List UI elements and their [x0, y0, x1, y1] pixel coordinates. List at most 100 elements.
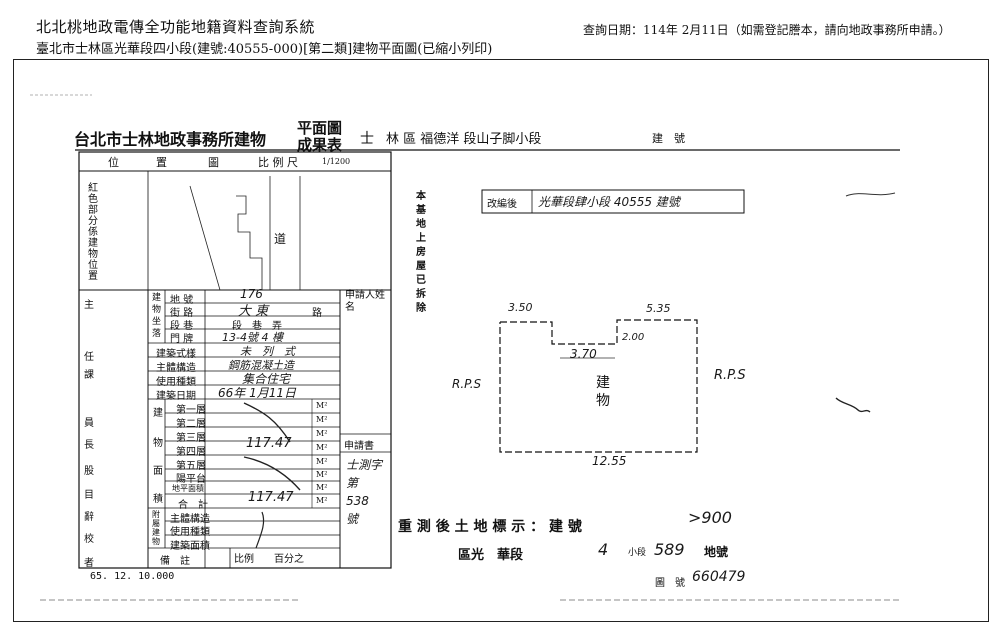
doc-type-line1: 平面圖 [297, 119, 343, 137]
building-style-value: 未 列 式 [240, 345, 295, 358]
sub-section: 4 [598, 540, 609, 559]
completion-value: 66年 1月11日 [218, 386, 296, 400]
floor-4: 第四層 [176, 447, 206, 458]
area-group-1: 建 [153, 408, 163, 419]
land-no-value: 176 [240, 287, 263, 301]
dim-notch-width: 3.70 [570, 347, 597, 361]
address-row-street: 街 路 [170, 308, 194, 319]
usage-label: 使用種類 [156, 377, 196, 388]
building-no-label: 建 號 [652, 132, 685, 145]
floor-ground: 地平面積 [172, 484, 204, 493]
section-box-value: 光華段肆小段 40555 建號 [538, 195, 680, 209]
handwritten-stroke [243, 402, 291, 443]
dim-top-right: 5.35 [646, 302, 671, 315]
section-box [481, 189, 745, 214]
left-col-9: 校 [84, 534, 94, 545]
structure-label: 主體構造 [156, 363, 196, 374]
unit-7: M² [316, 483, 328, 492]
document-frame [13, 59, 989, 622]
unit-3: M² [316, 429, 328, 438]
map-no-label: 圖 號 [655, 578, 685, 589]
left-col-1: 主 [84, 300, 94, 311]
unit-1: M² [316, 401, 328, 410]
renum-label: 重 測 後 土 地 標 示 ： 建 號 [398, 519, 582, 535]
application-label: 申請書 [344, 441, 374, 452]
section-box-label: 改編後 [487, 199, 517, 210]
attached-group-label: 附屬建物 [152, 510, 160, 546]
address-row-door: 門 牌 [170, 334, 194, 345]
left-col-7: 目 [84, 490, 94, 501]
dim-notch-right: 2.00 [622, 332, 645, 343]
building-style-label: 建築式樣 [156, 349, 196, 360]
floor-1: 第一層 [176, 405, 206, 416]
left-col-4: 員 [84, 418, 94, 429]
location-header-3: 圖 [208, 156, 219, 169]
location-text: 林 區 福德洋 段山子脚小段 [386, 132, 542, 147]
office-title: 台北市士林地政事務所建物 [74, 130, 267, 149]
dim-bottom: 12.55 [592, 454, 627, 468]
address-row-land: 地 號 [170, 295, 194, 306]
handwritten-stroke [255, 511, 265, 549]
location-map-line [189, 185, 221, 291]
door-value: 13-4號 4 樓 [222, 331, 283, 344]
location-header-2: 置 [156, 156, 167, 169]
fourth-floor-area: 117.47 [246, 436, 292, 451]
structure-value: 鋼筋混凝土造 [228, 359, 294, 372]
demolished-note: 本基地上房屋已拆除 [416, 191, 426, 314]
left-col-10: 者 [84, 558, 94, 569]
bottom-date: 65. 12. 10.000 [90, 571, 175, 582]
left-col-5: 長 [84, 440, 94, 451]
application-no: 士測字第 538 號 [346, 458, 383, 526]
form-border [78, 151, 392, 569]
road-char: 道 [274, 232, 287, 246]
floor-balcony: 陽平台 [176, 474, 206, 485]
section-lane: 段 巷 弄 [232, 321, 282, 332]
floor-5: 第五層 [176, 461, 206, 472]
dim-top-left: 3.50 [508, 301, 533, 314]
attached-area: 建築面積 [170, 541, 210, 552]
floor-3: 第三層 [176, 433, 206, 444]
district: 區光 華段 [458, 548, 524, 563]
unit-2: M² [316, 415, 328, 424]
left-col-2: 任 [84, 352, 94, 363]
area-group-4: 積 [153, 494, 163, 505]
total-area: 117.47 [248, 490, 294, 505]
doc-type-line2: 成果表 [297, 136, 343, 154]
address-row-section: 段 巷 [170, 321, 194, 332]
floor-2: 第二層 [176, 419, 206, 430]
total-label: 合 計 [178, 500, 208, 511]
land-no-suffix: 地號 [704, 545, 729, 559]
map-no: 660479 [692, 569, 746, 585]
renum-building-no: >900 [688, 508, 732, 527]
location-map-line [236, 195, 263, 290]
handwritten-stroke [243, 456, 301, 491]
label-left: R.P.S [452, 377, 482, 391]
scale-label: 比 例 尺 [258, 156, 298, 169]
area-group-3: 面 [153, 466, 163, 477]
attached-usage: 使用種類 [170, 527, 210, 538]
left-col-3: 課 [84, 370, 94, 381]
document-subtitle: 臺北市士林區光華段四小段(建號:40555-000)[第二類]建物平面圖(已縮小… [36, 42, 493, 57]
area-group-2: 物 [153, 438, 163, 449]
scan-mark [835, 397, 871, 413]
query-date: 查詢日期：114年 2月11日（如需登記謄本，請向地政事務所申請。） [583, 23, 951, 37]
address-group-label: 建物坐落 [152, 293, 162, 339]
completion-label: 建築日期 [156, 391, 196, 402]
unit-5: M² [316, 457, 328, 466]
street-suffix: 路 [312, 308, 322, 319]
unit-4: M² [316, 443, 328, 452]
land-no: 589 [654, 540, 685, 559]
unit-6: M² [316, 470, 328, 479]
left-col-6: 股 [84, 466, 94, 477]
location-prefix: 士 [360, 131, 374, 147]
applicant-label: 申請人姓名 [345, 290, 385, 313]
attached-structure: 主體構造 [170, 514, 210, 525]
remarks-label: 備 註 [160, 556, 190, 567]
scan-mark [845, 192, 896, 197]
scale-value: 1/1200 [322, 157, 351, 166]
sub-label: 小段 [628, 548, 647, 558]
system-title: 北北桃地政電傳全功能地籍資料查詢系統 [36, 18, 316, 36]
unit-8: M² [316, 496, 328, 505]
left-col-8: 辭 [84, 512, 94, 523]
